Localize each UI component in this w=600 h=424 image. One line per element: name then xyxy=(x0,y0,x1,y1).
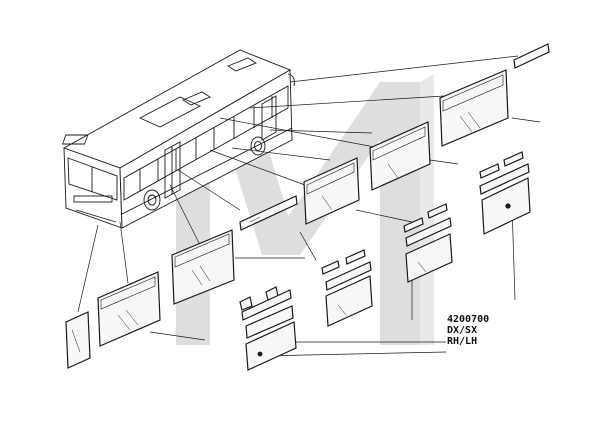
panel-side-centre xyxy=(303,157,360,225)
panel-group-right xyxy=(479,151,531,235)
panel-group-bottom xyxy=(239,286,297,371)
part-number: 4200700 xyxy=(447,314,490,325)
panel-strip-centre xyxy=(239,195,298,231)
panel-side-left-large xyxy=(97,271,161,347)
panel-side-centre-left xyxy=(171,229,235,305)
panel-side-right-top xyxy=(439,69,509,147)
panel-side-centre-right xyxy=(369,121,431,191)
side-code: DX/SX xyxy=(447,325,478,336)
panel-rear-small xyxy=(65,311,91,369)
side-code-en: RH/LH xyxy=(447,336,478,347)
part-number-label: 4200700 DX/SX RH/LH xyxy=(447,314,527,347)
panel-group-centre xyxy=(321,249,373,327)
bus-outline xyxy=(61,49,295,229)
glass-panels xyxy=(65,43,550,371)
leader-lines xyxy=(77,55,541,357)
panel-strip-top-right xyxy=(513,43,550,69)
panel-group-centre-right xyxy=(403,203,453,283)
